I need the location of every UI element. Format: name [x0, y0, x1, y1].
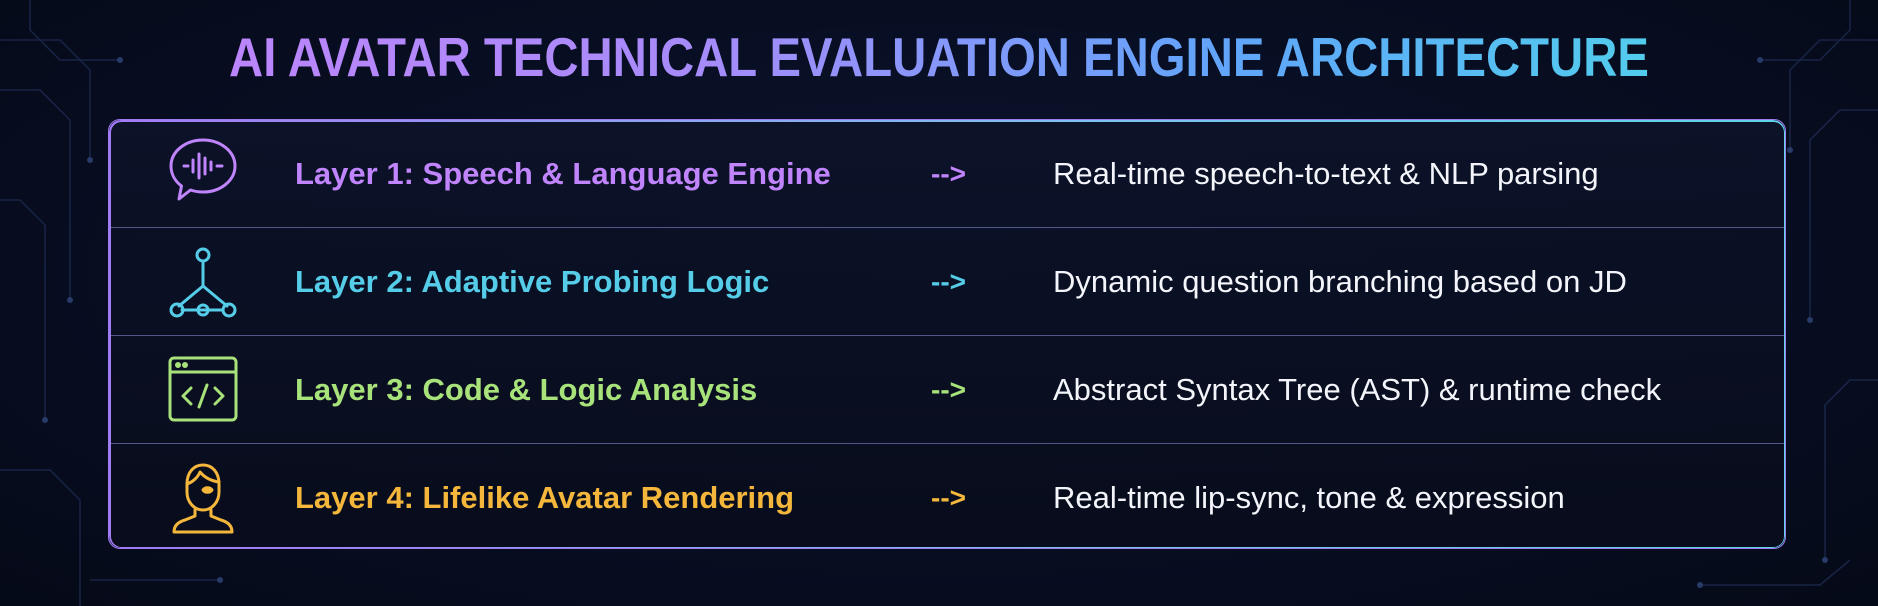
title-part-1: AI AVATAR TECHNICAL EVALUATION	[229, 26, 1070, 88]
code-window-icon	[165, 352, 241, 428]
layer-2-label: Layer 2: Adaptive Probing Logic	[295, 264, 770, 299]
speech-bubble-waveform-icon	[165, 136, 241, 212]
layer-2-description: Dynamic question branching based on JD	[1053, 264, 1627, 299]
layer-row-4: Layer 4: Lifelike Avatar Rendering --> R…	[109, 444, 1785, 548]
layer-3-description: Abstract Syntax Tree (AST) & runtime che…	[1053, 372, 1662, 407]
layer-row-2: Layer 2: Adaptive Probing Logic --> Dyna…	[109, 228, 1785, 336]
layer-2-arrow: -->	[931, 266, 966, 297]
layer-4-label: Layer 4: Lifelike Avatar Rendering	[295, 480, 795, 515]
layer-1-arrow: -->	[931, 158, 966, 189]
page-title: AI AVATAR TECHNICAL EVALUATION ENGINE AR…	[131, 22, 1746, 92]
layer-row-3: Layer 3: Code & Logic Analysis --> Abstr…	[109, 336, 1785, 444]
layer-4-arrow: -->	[931, 482, 966, 513]
layer-3-arrow: -->	[931, 374, 966, 405]
branching-tree-icon	[165, 244, 241, 320]
layer-1-label: Layer 1: Speech & Language Engine	[295, 156, 831, 191]
title-part-2: ENGINE ARCHITECTURE	[1083, 26, 1649, 88]
layer-row-1: Layer 1: Speech & Language Engine --> Re…	[109, 120, 1785, 228]
layer-4-description: Real-time lip-sync, tone & expression	[1053, 480, 1565, 515]
architecture-layers-panel: Layer 1: Speech & Language Engine --> Re…	[108, 119, 1786, 549]
layer-3-label: Layer 3: Code & Logic Analysis	[295, 372, 758, 407]
layer-1-description: Real-time speech-to-text & NLP parsing	[1053, 156, 1599, 191]
avatar-person-icon	[165, 460, 241, 536]
